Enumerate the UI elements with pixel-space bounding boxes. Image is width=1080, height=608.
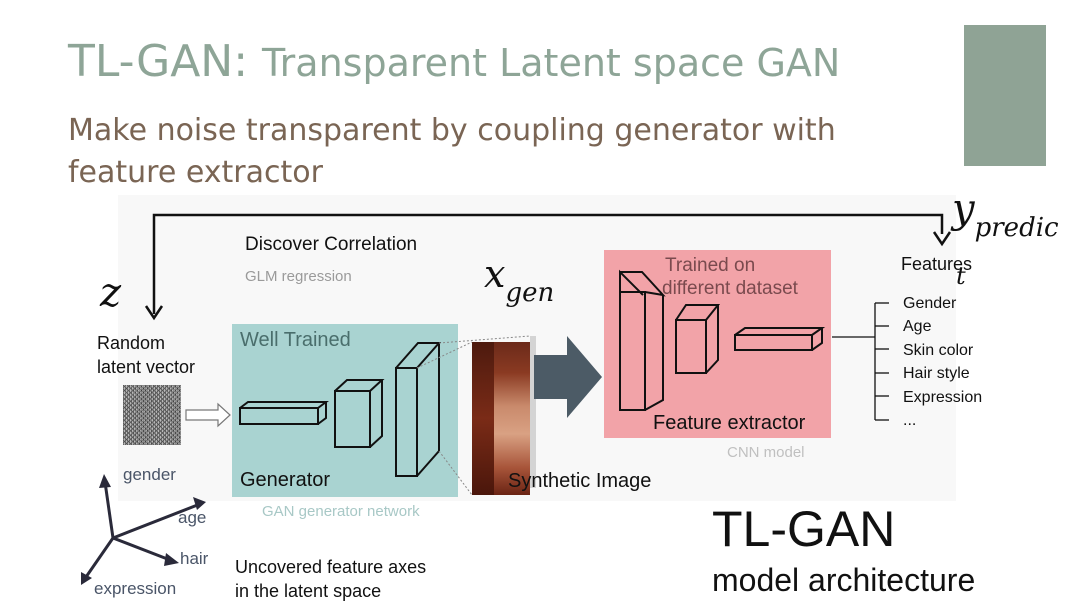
feature-item: Hair style [903,365,970,383]
feature-item: ... [903,412,917,430]
y-predict-base: y [952,186,975,232]
features-list: Gender Age Skin color Hair style Express… [903,292,982,432]
face-hair [472,342,494,495]
uncovered-line-2: in the latent space [235,581,382,601]
y-predict-symbol: ypredic [952,186,1059,243]
random-vector-label: Random latent vector [97,331,195,379]
feature-extractor-bottom-label: Feature extractor [653,412,806,434]
generator-box [232,324,458,497]
accent-rectangle [964,25,1046,166]
slide-title: TL-GAN: Transparent Latent space GAN [68,36,840,87]
latent-axes [81,474,206,585]
subtitle-line-2: feature extractor [68,155,323,190]
noise-image [123,385,181,445]
feedback-loop-arrow [144,213,952,321]
generator-caption: GAN generator network [262,503,420,520]
slide-subtitle: Make noise transparent by coupling gener… [68,110,868,194]
discover-correlation-label: Discover Correlation [245,234,418,255]
synthetic-image-label: Synthetic Image [508,470,652,492]
image-to-extractor-arrow [534,336,602,418]
x-gen-base: x [484,252,506,296]
big-label-subtitle: model architecture [712,562,976,598]
generator-top-label: Well Trained [240,329,351,351]
z-symbol: z [100,270,122,316]
random-vector-line-1: Random [97,333,166,353]
subtitle-line-1: Make noise transparent by coupling gener… [68,113,836,148]
y-predict-subscript-wrap: t [956,262,966,290]
image-shadow [530,336,536,488]
projection-lines [416,335,531,496]
generator-bottom-label: Generator [240,469,331,491]
axis-label-age: age [178,508,207,527]
big-label-title: TL-GAN [712,501,896,557]
uncovered-axes-label: Uncovered feature axes in the latent spa… [235,555,426,603]
axis-label-gender: gender [123,465,176,484]
title-main: TL-GAN: [68,36,249,87]
feature-extractor-top-line-1: Trained on [665,255,756,276]
uncovered-line-1: Uncovered feature axes [235,557,427,577]
feature-extractor-top-line-2: different dataset [662,278,798,299]
x-gen-symbol: xgen [484,252,554,308]
feature-item: Expression [903,388,983,406]
feature-extractor-caption: CNN model [727,444,805,461]
glm-regression-label: GLM regression [245,268,352,285]
y-predict-subscript: predic [974,213,1059,243]
feature-item: Age [903,318,932,336]
input-arrow [185,402,231,428]
generator-layers [239,342,442,477]
features-heading: Features [901,254,973,274]
axis-label-hair: hair [180,549,209,568]
feature-extractor-top-label: Trained on different dataset [662,254,798,300]
title-rest: Transparent Latent space GAN [262,41,841,85]
feature-item: Gender [903,295,957,312]
feature-extractor-layers [619,269,826,411]
features-tree [832,302,889,421]
axis-label-expression: expression [94,579,177,598]
x-gen-subscript: gen [505,278,555,308]
random-vector-line-2: latent vector [97,357,196,377]
feature-item: Skin color [903,341,974,359]
